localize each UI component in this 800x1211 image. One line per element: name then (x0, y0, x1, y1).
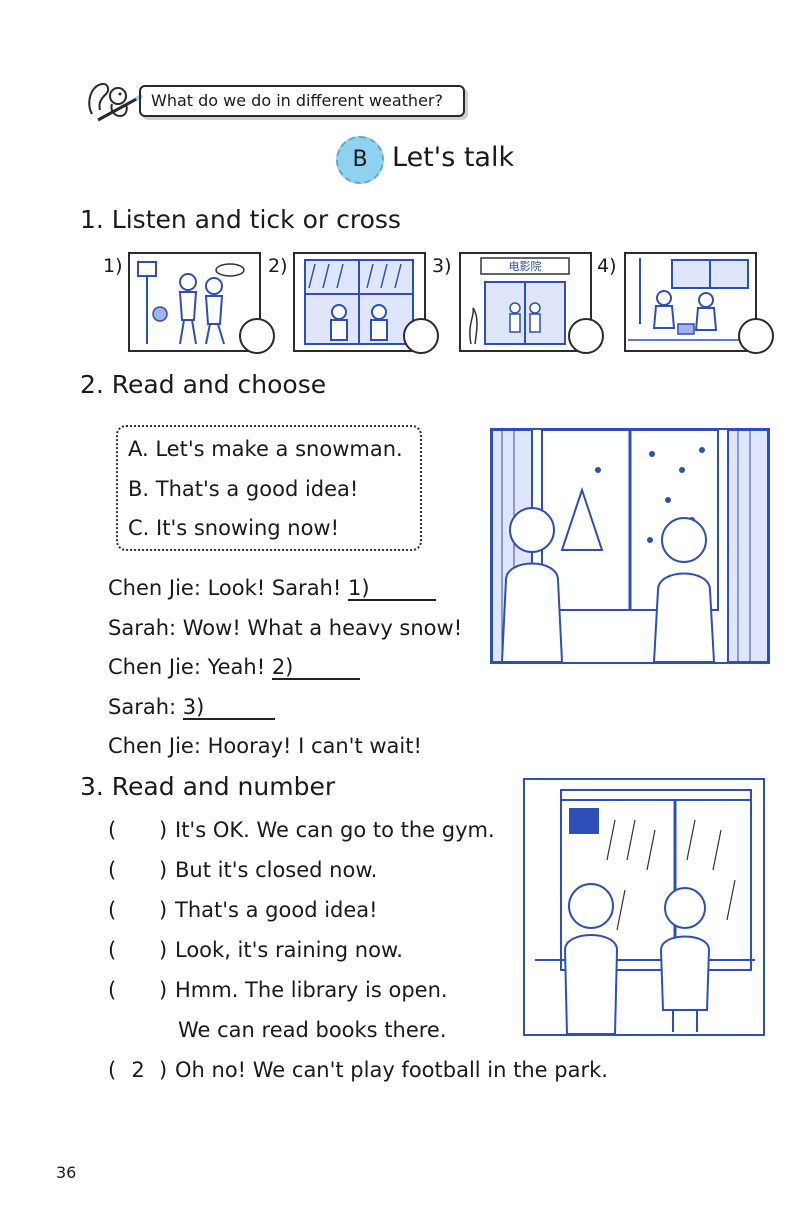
squirrel-icon (84, 76, 144, 124)
sentence: Oh no! We can't play football in the par… (175, 1058, 608, 1082)
picture-indoor-play (624, 252, 757, 352)
picture-snow-window (490, 428, 770, 664)
dialogue-text: Chen Jie: Yeah! (108, 655, 272, 679)
answer-paren-close: ) (159, 858, 168, 882)
item-number: 2) (268, 255, 288, 277)
item-number: 3) (432, 255, 452, 277)
item-number: 1) (103, 255, 123, 277)
picture-rain-window (293, 252, 426, 352)
options-box (116, 425, 422, 551)
answer-blank[interactable]: 3) (182, 696, 275, 720)
dialogue-line: Chen Jie: Look! Sarah! 1) (108, 576, 436, 601)
cinema-illustration: 电影院 (461, 254, 590, 350)
answer-paren-open: ( (108, 1058, 117, 1082)
section-title: Let's talk (392, 142, 515, 173)
answer-paren-open: ( (108, 858, 117, 882)
unit-title: What do we do in different weather? (139, 85, 465, 117)
answer-blank[interactable]: 1) (347, 577, 436, 601)
answer-paren-close: ) (159, 898, 168, 922)
sentence: But it's closed now. (175, 858, 378, 882)
answer-paren-open: ( (108, 978, 117, 1002)
option-c: C. It's snowing now! (128, 516, 340, 540)
sentence: We can read books there. (178, 1018, 447, 1042)
answer-paren-close: ) (159, 1058, 168, 1082)
picture-basketball (128, 252, 261, 352)
cinema-sign-text: 电影院 (509, 259, 542, 273)
basketball-illustration (130, 254, 259, 350)
option-a: A. Let's make a snowman. (128, 437, 403, 461)
rain-boys-illustration (525, 780, 763, 1034)
circle-answer-icon[interactable] (403, 318, 439, 354)
answer-paren-open: ( (108, 938, 117, 962)
indoor-play-illustration (626, 254, 755, 350)
answer-blank[interactable]: 2) (271, 656, 360, 680)
dialogue-text: Sarah: (108, 695, 183, 719)
section-badge: B (336, 136, 384, 184)
dialogue-line: Sarah: 3) (108, 695, 275, 720)
circle-answer-icon[interactable] (568, 318, 604, 354)
snow-window-illustration (492, 430, 768, 662)
rain-window-illustration (295, 254, 424, 350)
dialogue-text: Chen Jie: Look! Sarah! (108, 576, 348, 600)
answer-paren-close: ) (159, 938, 168, 962)
sentence: That's a good idea! (175, 898, 378, 922)
part2-heading: 2. Read and choose (80, 370, 327, 399)
option-b: B. That's a good idea! (128, 477, 359, 501)
circle-answer-icon[interactable] (239, 318, 275, 354)
answer-paren-open: ( (108, 818, 117, 842)
item-number: 4) (597, 255, 617, 277)
answer-paren-open: ( (108, 898, 117, 922)
answer-paren-close: ) (159, 818, 168, 842)
answer-number[interactable]: 2 (131, 1058, 145, 1082)
sentence: Hmm. The library is open. (175, 978, 448, 1002)
page-number: 36 (56, 1163, 77, 1182)
sentence: It's OK. We can go to the gym. (175, 818, 495, 842)
part1-heading: 1. Listen and tick or cross (80, 205, 401, 234)
dialogue-line: Sarah: Wow! What a heavy snow! (108, 616, 463, 640)
answer-paren-close: ) (159, 978, 168, 1002)
part3-heading: 3. Read and number (80, 772, 336, 801)
circle-answer-icon[interactable] (738, 318, 774, 354)
dialogue-line: Chen Jie: Hooray! I can't wait! (108, 734, 422, 758)
sentence: Look, it's raining now. (175, 938, 403, 962)
picture-rain-boys (523, 778, 765, 1036)
dialogue-line: Chen Jie: Yeah! 2) (108, 655, 360, 680)
